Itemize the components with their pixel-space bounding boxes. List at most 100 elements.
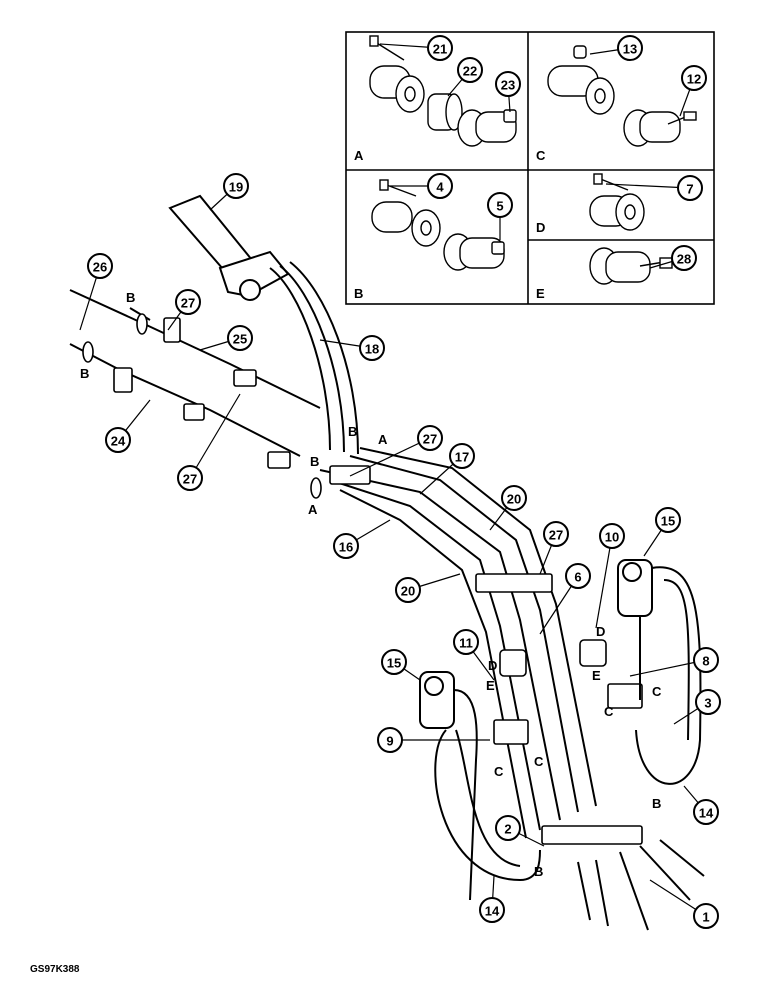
detail-inset <box>345 31 715 305</box>
callout-1: 1 <box>693 903 719 929</box>
callout-leader <box>189 393 241 479</box>
hoses-18 <box>269 261 359 455</box>
callout-number: 27 <box>181 296 195 311</box>
connection-letter: C <box>604 704 614 719</box>
callout-number: 5 <box>496 199 503 214</box>
callout-number: 1 <box>702 910 709 925</box>
callout-number: 15 <box>387 656 401 671</box>
callout-number: 20 <box>507 492 521 507</box>
left-cylinder <box>419 671 541 901</box>
callout-number: 28 <box>677 252 691 267</box>
callout-number: 8 <box>702 654 709 669</box>
callout-leader <box>349 437 431 477</box>
connection-letter: B <box>80 366 89 381</box>
callout-14: 14 <box>479 897 505 923</box>
callout-27: 27 <box>177 465 203 491</box>
callout-number: 12 <box>687 72 701 87</box>
callout-number: 9 <box>386 734 393 749</box>
callout-number: 10 <box>605 530 619 545</box>
callout-number: 17 <box>455 450 469 465</box>
connection-letter: D <box>596 624 605 639</box>
callout-number: 27 <box>183 472 197 487</box>
callout-number: 26 <box>93 260 107 275</box>
callout-number: 19 <box>229 180 243 195</box>
callout-18: 18 <box>359 335 385 361</box>
callout-8: 8 <box>693 647 719 673</box>
callout-number: 16 <box>339 540 353 555</box>
callout-number: 22 <box>463 64 477 79</box>
callout-number: 21 <box>433 42 447 57</box>
callout-number: 18 <box>365 342 379 357</box>
connection-letter: E <box>592 668 601 683</box>
callout-number: 4 <box>436 180 444 195</box>
callout-5: 5 <box>487 192 513 218</box>
callout-leader <box>595 535 613 629</box>
callout-leader <box>605 183 691 189</box>
callout-number: 2 <box>504 822 511 837</box>
callout-28: 28 <box>671 245 697 271</box>
connection-letter: D <box>536 220 545 235</box>
connection-letter: C <box>536 148 546 163</box>
callout-16: 16 <box>333 533 359 559</box>
callout-number: 15 <box>661 514 675 529</box>
callout-23: 23 <box>495 71 521 97</box>
callout-leaders <box>79 43 709 917</box>
callout-27: 27 <box>543 521 569 547</box>
callout-19: 19 <box>223 173 249 199</box>
callout-9: 9 <box>377 727 403 753</box>
callout-22: 22 <box>457 57 483 83</box>
callout-20: 20 <box>395 577 421 603</box>
connection-letter: B <box>354 286 363 301</box>
callout-number: 13 <box>623 42 637 57</box>
callout-26: 26 <box>87 253 113 279</box>
callout-number: 7 <box>686 182 693 197</box>
callout-number: 20 <box>401 584 415 599</box>
callout-number: 27 <box>549 528 563 543</box>
callout-number: 27 <box>423 432 437 447</box>
callout-6: 6 <box>565 563 591 589</box>
callout-15: 15 <box>381 649 407 675</box>
callout-number: 24 <box>111 434 126 449</box>
connection-letter: E <box>536 286 545 301</box>
callout-21: 21 <box>427 35 453 61</box>
callout-27: 27 <box>175 289 201 315</box>
connection-letter: B <box>652 796 661 811</box>
callout-number: 6 <box>574 570 581 585</box>
callout-24: 24 <box>105 427 131 453</box>
callout-12: 12 <box>681 65 707 91</box>
callout-20: 20 <box>501 485 527 511</box>
inset-fittings <box>369 35 697 285</box>
callout-2: 2 <box>495 815 521 841</box>
bottom-hoses <box>577 839 705 931</box>
connection-letter: C <box>534 754 544 769</box>
callout-7: 7 <box>677 175 703 201</box>
connection-letter: B <box>348 424 357 439</box>
connection-letter: E <box>486 678 495 693</box>
bundle-clamps <box>329 465 643 845</box>
callout-3: 3 <box>695 689 721 715</box>
connection-letter: C <box>652 684 662 699</box>
callout-10: 10 <box>599 523 625 549</box>
callout-15: 15 <box>655 507 681 533</box>
connection-letter: B <box>126 290 135 305</box>
connection-letter: D <box>488 658 497 673</box>
callout-number: 14 <box>699 806 714 821</box>
callout-27: 27 <box>417 425 443 451</box>
callout-number: 23 <box>501 78 515 93</box>
connection-letter: A <box>308 502 318 517</box>
connection-letter: A <box>378 432 388 447</box>
pipe-bundle <box>319 447 597 839</box>
left-pipes <box>69 289 321 457</box>
connection-letter: B <box>310 454 319 469</box>
callout-11: 11 <box>453 629 479 655</box>
callout-14: 14 <box>693 799 719 825</box>
callout-13: 13 <box>617 35 643 61</box>
diagram-code: GS97K388 <box>30 964 80 975</box>
connection-letter: A <box>354 148 364 163</box>
callout-4: 4 <box>427 173 453 199</box>
right-cylinder <box>617 559 702 785</box>
callout-17: 17 <box>449 443 475 469</box>
